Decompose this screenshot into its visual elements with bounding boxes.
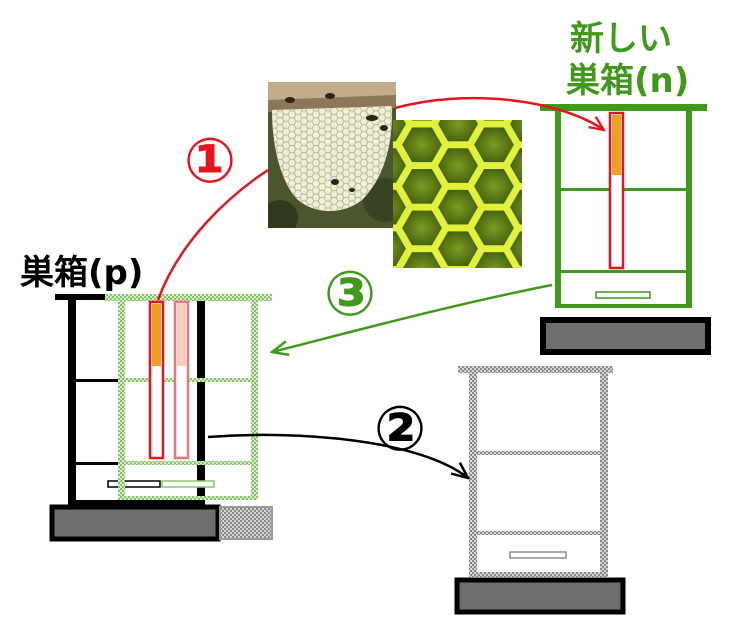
- transferred-box-lid: [105, 294, 272, 301]
- photo-bee: [380, 125, 388, 131]
- photo-bee: [285, 97, 295, 103]
- step2-marker: ②: [374, 392, 427, 465]
- empty-hive-base: [454, 577, 626, 615]
- transferred-box-entrance-slot: [161, 480, 215, 488]
- empty-hive-right-wall: [600, 373, 608, 577]
- photo-bee: [366, 115, 378, 121]
- old-hive-right-wall: [197, 300, 205, 505]
- transferred-box-bottom: [118, 496, 258, 500]
- old-hive-base: [49, 504, 221, 542]
- new-hive-right-wall: [686, 110, 692, 308]
- step3-arrow: [272, 283, 553, 352]
- old-hive-left-wall: [68, 300, 76, 505]
- transferred-box-left-wall: [118, 300, 125, 500]
- photo-bee: [325, 93, 335, 99]
- photo-comb-cells: [272, 106, 393, 212]
- empty-hive-entrance-slot: [509, 551, 567, 559]
- old-hive-title: 巣箱(p): [20, 253, 143, 293]
- transferred-box-base: [219, 506, 273, 540]
- empty-hive-lid: [458, 366, 613, 373]
- empty-hive-divider: [469, 531, 608, 535]
- new-hive-entrance-slot: [595, 291, 651, 299]
- empty-hive-bottom: [469, 572, 608, 577]
- new-hive-title-line2: 巣箱(n): [566, 61, 689, 101]
- step2-arrow: [207, 433, 468, 478]
- transferred-box-right-wall: [251, 300, 258, 500]
- transferred-box-divider: [118, 461, 258, 465]
- old-hive-comb-top-second: [177, 304, 186, 366]
- empty-hive-left-wall: [469, 373, 477, 577]
- step1-connector-curve: [156, 168, 269, 301]
- step1-arrow: [394, 96, 604, 130]
- transferred-box: [105, 294, 272, 500]
- old-hive-comb-top: [152, 304, 161, 366]
- photo-bee: [349, 188, 355, 192]
- closeup-cells: [393, 120, 522, 268]
- old-hive-entrance-slot: [107, 480, 161, 488]
- honeycomb-photo: [268, 82, 396, 228]
- photo-foliage: [268, 200, 298, 228]
- new-hive: [540, 104, 711, 355]
- new-hive-comb-top: [612, 115, 621, 175]
- empty-hive-divider: [469, 451, 608, 455]
- photo-bee: [331, 179, 339, 185]
- old-hive-bottom: [68, 500, 205, 505]
- empty-hive: [454, 366, 626, 615]
- new-hive-title-line1: 新しい: [570, 19, 672, 59]
- new-hive-base: [540, 317, 711, 355]
- step3-marker: ③: [324, 257, 377, 330]
- honeycomb-closeup-photo: [393, 120, 522, 268]
- new-hive-lid: [540, 104, 707, 111]
- step1-marker: ①: [184, 124, 237, 197]
- new-hive-left-wall: [555, 110, 561, 308]
- new-hive-divider: [555, 270, 692, 273]
- new-hive-bottom: [555, 304, 692, 308]
